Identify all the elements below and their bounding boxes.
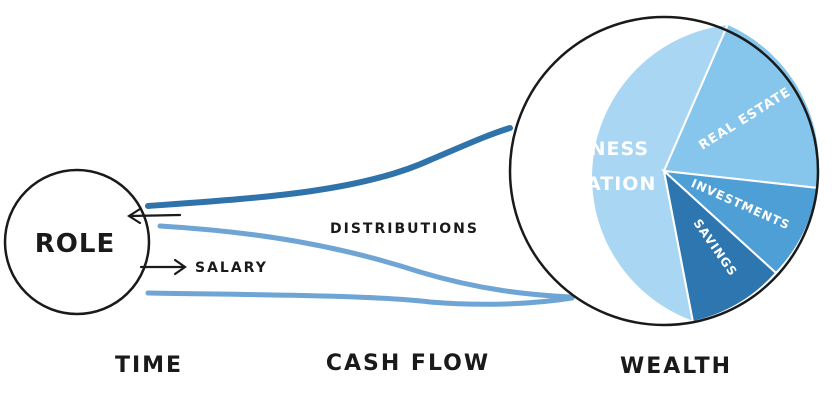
distributions-arrow-icon — [126, 207, 182, 225]
wealth-pie — [508, 15, 821, 327]
stage-cash-flow-label: CASH FLOW — [326, 351, 490, 376]
business-valuation-label-line2: VALUATION — [528, 173, 657, 195]
valuation-flow-line — [145, 125, 513, 209]
savings-flow-line — [145, 290, 575, 307]
stage-time-label: TIME — [115, 353, 183, 378]
salary-label: SALARY — [195, 260, 268, 276]
distributions-flow-line — [157, 223, 573, 300]
salary-arrow-icon — [139, 258, 187, 276]
pie-slice-real-estate — [662, 22, 821, 190]
role-circle — [3, 168, 151, 316]
pie-slice-business-valuation — [590, 22, 730, 324]
stage-wealth-label: WEALTH — [620, 354, 732, 379]
distributions-label: DISTRIBUTIONS — [330, 221, 479, 237]
role-label: ROLE — [35, 229, 115, 259]
business-valuation-label-line1: BUSINESS — [535, 138, 649, 160]
pie-outline — [508, 15, 820, 327]
